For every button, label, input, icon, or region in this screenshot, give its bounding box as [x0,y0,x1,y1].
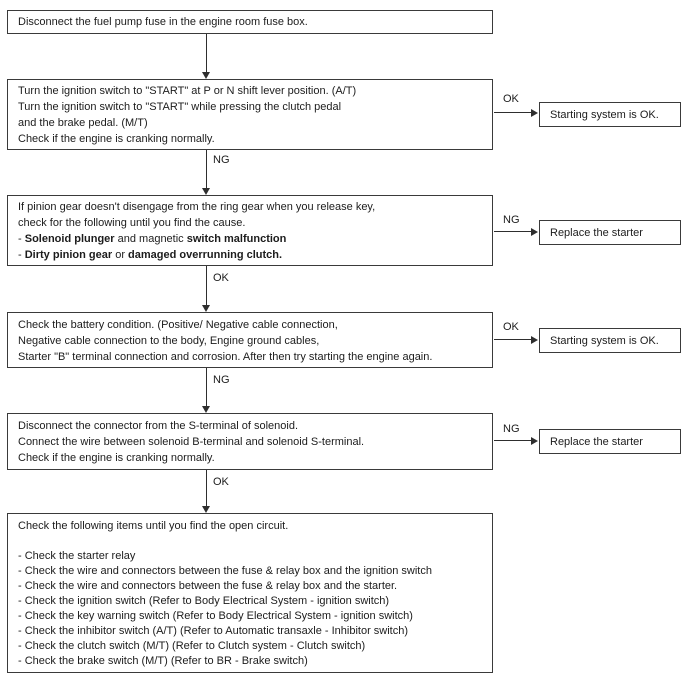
arrow-down-icon [202,406,210,413]
result-box-starting-ok-1: Starting system is OK. [539,102,681,127]
branch-label-ng: NG [213,374,230,386]
text-segment: - [18,249,25,261]
result-text: Starting system is OK. [550,334,659,347]
connector-line [206,266,207,305]
checklist-item: - Check the inhibitor switch (A/T) (Refe… [18,625,409,637]
step-5-box: Disconnect the connector from the S-term… [7,413,493,470]
connector-line [206,34,207,72]
step-line: - Dirty pinion gear or damaged overrunni… [18,247,482,263]
step-line: Turn the ignition switch to "START" whil… [18,101,342,113]
step-line: Check if the engine is cranking normally… [18,133,215,145]
step-6-box: Check the following items until you find… [7,513,493,673]
checklist-item: - Check the wire and connectors between … [18,580,398,592]
result-text: Replace the starter [550,226,643,239]
checklist-item: - Check the ignition switch (Refer to Bo… [18,595,390,607]
connector-line [206,470,207,506]
step-line: - Solenoid plunger and magnetic switch m… [18,231,482,247]
connector-line [494,339,532,340]
arrow-right-icon [531,228,538,236]
arrow-down-icon [202,72,210,79]
step-line: Disconnect the connector from the S-term… [18,420,299,432]
step-line: Starter "B" terminal connection and corr… [18,351,433,363]
step-line: Negative cable connection to the body, E… [18,335,320,347]
checklist-item: - Check the brake switch (M/T) (Refer to… [18,655,308,667]
arrow-right-icon [531,336,538,344]
connector-line [206,368,207,406]
result-box-replace-starter-1: Replace the starter [539,220,681,245]
result-box-replace-starter-2: Replace the starter [539,429,681,454]
text-segment: or [112,249,129,261]
result-text: Starting system is OK. [550,108,659,121]
text-segment: and magnetic [114,233,187,245]
text-segment: - [18,233,25,245]
text-segment-bold: Dirty pinion gear [24,249,113,261]
connector-line [206,150,207,188]
arrow-down-icon [202,188,210,195]
checklist: - Check the starter relay - Check the wi… [18,549,482,669]
branch-label-ok: OK [503,321,519,333]
result-text: Replace the starter [550,435,643,448]
step-line: Connect the wire between solenoid B-term… [18,436,365,448]
step-3-box: If pinion gear doesn't disengage from th… [7,195,493,266]
branch-label-ng: NG [213,154,230,166]
arrow-right-icon [531,109,538,117]
branch-label-ng: NG [503,214,520,226]
connector-line [494,112,532,113]
step-4-box: Check the battery condition. (Positive/ … [7,312,493,368]
step-line: Check the following items until you find… [18,520,289,532]
step-line: Disconnect the fuel pump fuse in the eng… [18,16,308,28]
arrow-right-icon [531,437,538,445]
arrow-down-icon [202,506,210,513]
step-line: and the brake pedal. (M/T) [18,117,148,129]
connector-line [494,440,532,441]
step-line: check for the following until you find t… [18,217,246,229]
branch-label-ok: OK [503,93,519,105]
step-line: Check if the engine is cranking normally… [18,452,215,464]
connector-line [494,231,532,232]
step-line: If pinion gear doesn't disengage from th… [18,201,376,213]
branch-label-ng: NG [503,423,520,435]
checklist-item: - Check the key warning switch (Refer to… [18,610,413,622]
step-line: Turn the ignition switch to "START" at P… [18,85,357,97]
branch-label-ok: OK [213,476,229,488]
result-box-starting-ok-2: Starting system is OK. [539,328,681,353]
step-2-box: Turn the ignition switch to "START" at P… [7,79,493,150]
step-1-box: Disconnect the fuel pump fuse in the eng… [7,10,493,34]
text-segment-bold: switch malfunction [186,233,287,245]
checklist-item: - Check the wire and connectors between … [18,565,432,577]
text-segment-bold: damaged overrunning clutch. [128,249,283,261]
text-segment-bold: Solenoid plunger [24,233,115,245]
checklist-item: - Check the clutch switch (M/T) (Refer t… [18,640,366,652]
checklist-item: - Check the starter relay [18,550,136,562]
step-line: Check the battery condition. (Positive/ … [18,319,338,331]
arrow-down-icon [202,305,210,312]
branch-label-ok: OK [213,272,229,284]
